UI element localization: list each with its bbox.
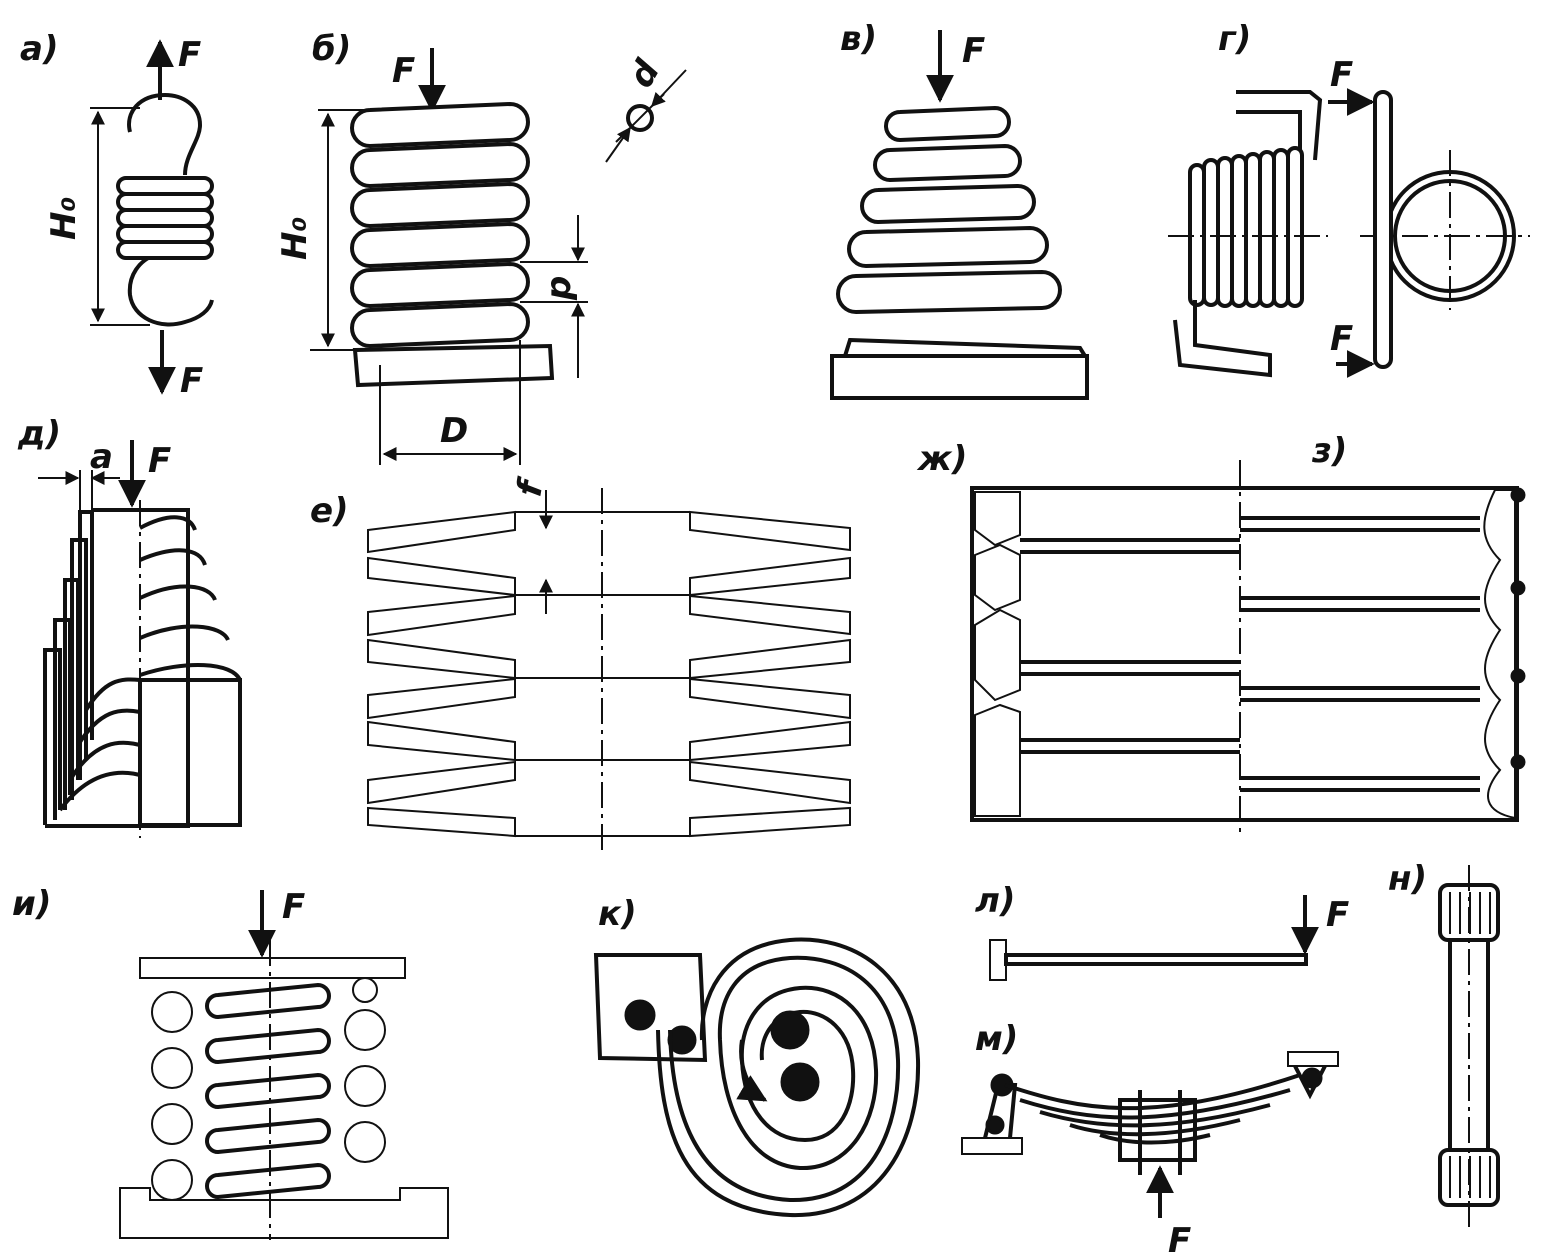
panel-zh-label: ж)	[916, 439, 967, 479]
ring-rods-right	[1240, 516, 1480, 792]
panel-g-torsion-spring: г) F F	[1168, 19, 1530, 378]
torsion-lever	[1373, 90, 1393, 369]
panel-m-leaf-spring: м) F	[961, 1019, 1339, 1258]
ring-spring-housing	[970, 486, 1519, 822]
force-label-top: F	[1330, 55, 1353, 95]
inner-coils	[205, 982, 331, 1200]
outer-coil-sections	[151, 977, 386, 1201]
panel-e-label: е)	[310, 491, 349, 531]
conical-coils	[836, 105, 1062, 315]
support-right	[1287, 1051, 1339, 1067]
force-label: F	[1168, 1221, 1191, 1258]
base-plate	[830, 354, 1089, 400]
panel-m-label: м)	[975, 1019, 1018, 1059]
ring-left-wedges	[974, 491, 1021, 817]
panel-n-label: н)	[1388, 859, 1427, 899]
flat-spring	[1004, 953, 1308, 966]
panel-i-label: и)	[12, 884, 51, 924]
rotation-arrow	[736, 1039, 768, 1102]
spiral-outer	[656, 937, 921, 1218]
ground	[119, 1187, 449, 1239]
panel-v-conical-spring: в) F	[830, 19, 1089, 400]
torsion-coils-side	[1188, 146, 1304, 308]
gap-label: a	[90, 437, 113, 477]
height-label: H₀	[275, 217, 315, 260]
force-label-bottom: F	[1330, 319, 1353, 359]
fixed-support	[989, 939, 1007, 981]
top-plate	[139, 957, 406, 979]
panel-k-label: к)	[598, 894, 637, 934]
base-plate	[352, 343, 555, 388]
force-label: F	[148, 441, 171, 481]
force-label: F	[962, 31, 985, 71]
compression-coils	[350, 101, 530, 349]
extension-coils	[116, 176, 214, 260]
spiral-anchor	[593, 953, 708, 1063]
force-label-top: F	[178, 35, 201, 75]
force-label: F	[392, 51, 415, 91]
panel-zh-z-ring-springs: ж) з)	[916, 431, 1526, 835]
ring-rods-left	[1020, 538, 1240, 754]
force-label: F	[282, 887, 305, 927]
panel-g-label: г)	[1218, 19, 1251, 59]
wire-section	[626, 104, 654, 132]
panel-l-label: л)	[975, 881, 1015, 921]
panel-i-nested-springs: и) F	[12, 884, 449, 1240]
height-label: H₀	[44, 197, 84, 240]
support-left	[961, 1137, 1023, 1155]
panel-a-label: а)	[20, 29, 58, 69]
panel-v-label: в)	[840, 19, 877, 59]
spring-foot	[842, 337, 1089, 358]
force-label-bottom: F	[180, 361, 203, 401]
panel-l-flat-spring: л) F	[975, 881, 1349, 981]
volute-layers	[43, 508, 242, 828]
panel-n-torsion-bar: н)	[1388, 859, 1500, 1230]
spiral-arbor-top	[770, 1010, 810, 1050]
force-label: F	[1326, 895, 1349, 935]
torsion-arm-bottom	[1173, 300, 1272, 378]
panel-b-compression-spring: б) F H₀ p D d	[275, 29, 687, 465]
pitch-label: p	[539, 276, 579, 301]
disc-stack	[367, 510, 851, 838]
spiral-arbor-bottom	[780, 1062, 820, 1102]
panel-z-label: з)	[1311, 431, 1347, 471]
leaf-clamp	[1118, 1098, 1197, 1162]
panel-e-disc-springs: е)	[310, 474, 851, 852]
panel-d-label: д)	[17, 414, 61, 454]
panel-b-label: б)	[312, 29, 351, 69]
torsion-arm-top	[1236, 90, 1323, 161]
wire-label: d	[621, 53, 668, 95]
leaf-1	[1004, 1073, 1301, 1111]
deflection-label: f	[509, 474, 552, 500]
bottom-hook	[127, 253, 214, 327]
panel-a-extension-spring: а) F F H₀	[20, 29, 214, 401]
panel-d-volute-spring: д) a F	[17, 414, 242, 838]
diameter-label: D	[440, 411, 468, 451]
ring-right-profile	[1483, 489, 1516, 820]
panel-k-spiral-spring: к)	[593, 894, 921, 1218]
